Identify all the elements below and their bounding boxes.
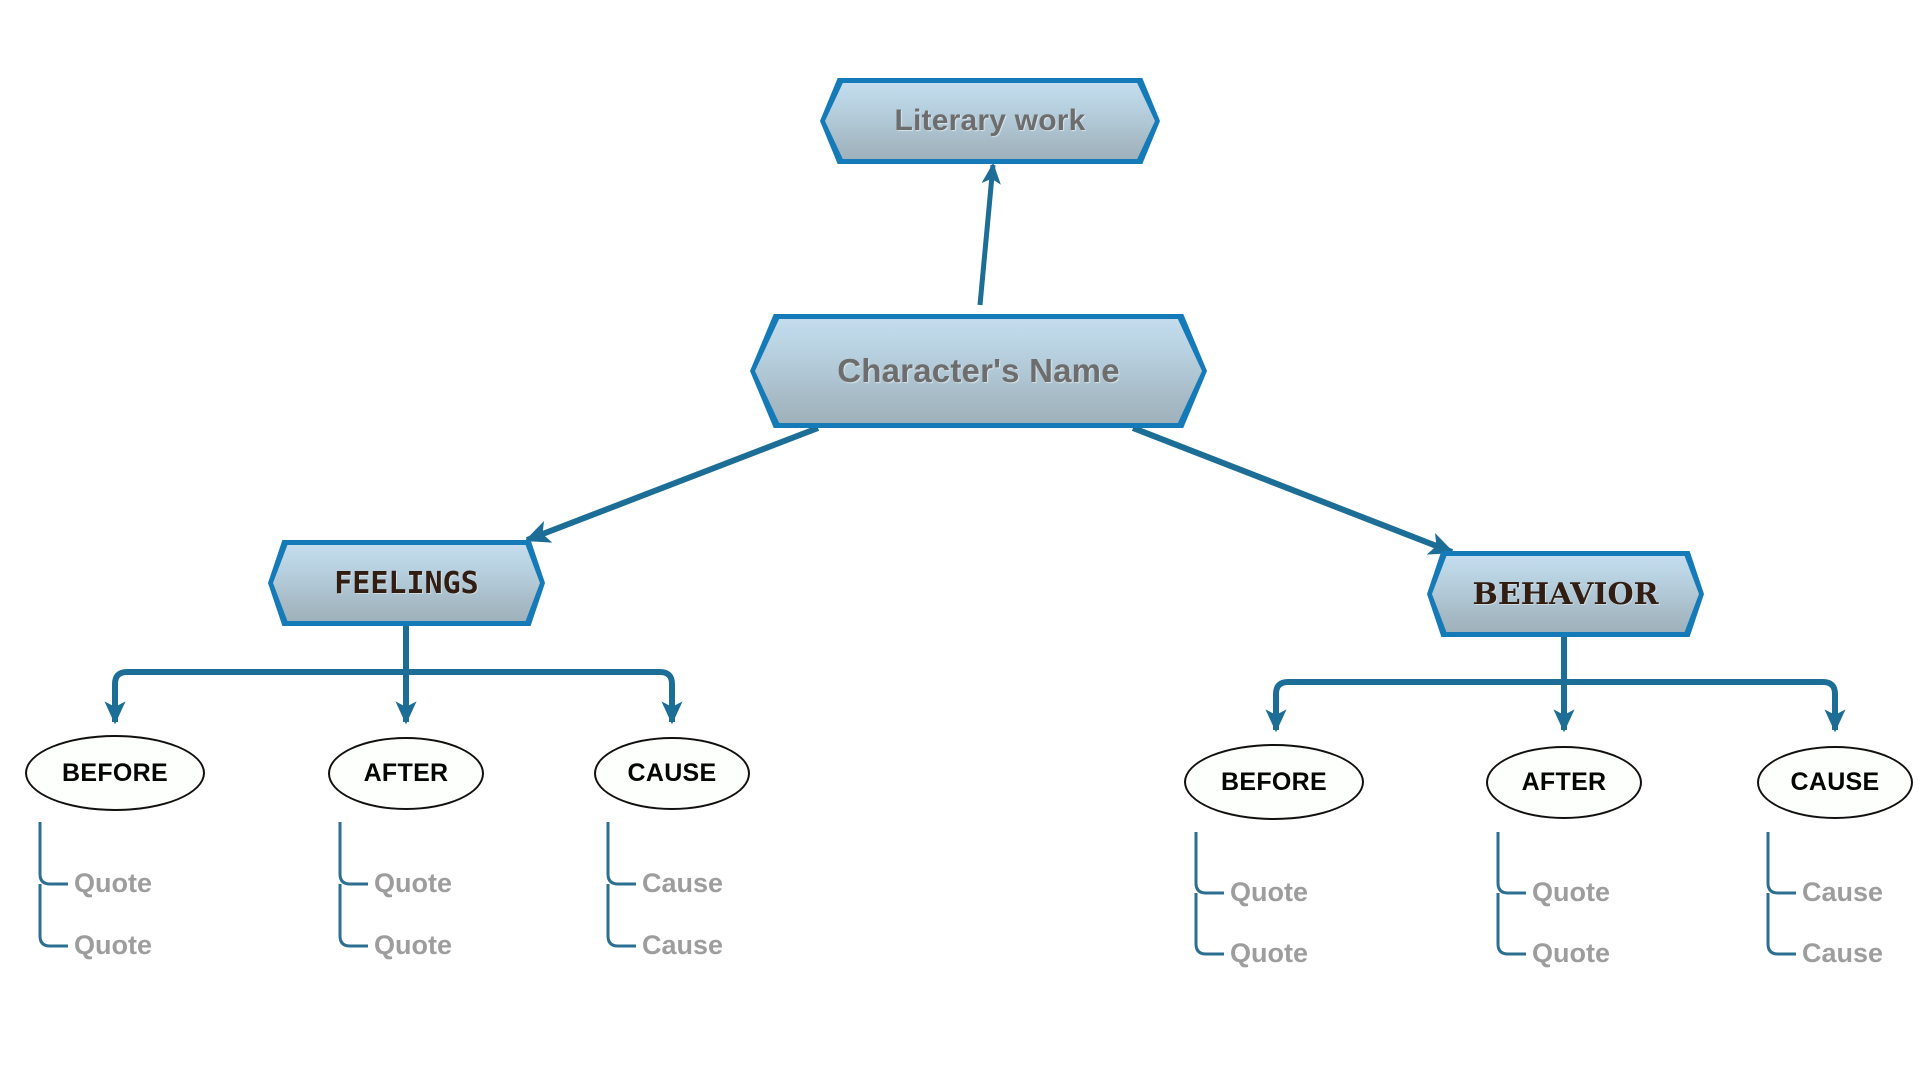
node-feelings-after-label: AFTER [363,759,449,787]
leaf-bracket-behavior-after [1496,832,1526,956]
node-characters-name[interactable]: Character's Name [750,314,1207,428]
node-behavior-after[interactable]: AFTER [1486,746,1642,819]
leaf-behavior-cause-2[interactable]: Cause [1802,938,1884,968]
connector-feelings-bus-right [406,669,683,725]
leaf-behavior-after-2[interactable]: Quote [1532,938,1610,968]
node-literary-work[interactable]: Literary work [820,78,1160,164]
node-feelings-cause-label: CAUSE [627,759,717,787]
leaf-bracket-feelings-after [338,822,368,948]
leaf-bracket-behavior-before [1194,832,1224,956]
leaf-behavior-cause-1[interactable]: Cause [1802,877,1884,907]
node-behavior-cause[interactable]: CAUSE [1757,746,1913,819]
leaf-feelings-cause-2[interactable]: Cause [642,930,724,960]
connector-feelings-bus-left [104,669,406,725]
leaf-feelings-after-1[interactable]: Quote [374,868,452,898]
leaf-bracket-feelings-cause [606,822,636,948]
node-feelings-before-label: BEFORE [62,758,168,787]
node-behavior-body: BEHAVIOR [1432,556,1699,632]
node-feelings-body: FEELINGS [273,545,540,621]
node-feelings[interactable]: FEELINGS [268,540,545,626]
node-behavior[interactable]: BEHAVIOR [1427,551,1704,637]
node-behavior-label: BEHAVIOR [1472,576,1659,612]
node-behavior-before[interactable]: BEFORE [1184,744,1364,820]
leaf-feelings-before-2[interactable]: Quote [74,930,152,960]
node-behavior-before-label: BEFORE [1221,767,1327,796]
leaf-behavior-before-1[interactable]: Quote [1230,877,1308,907]
node-feelings-before[interactable]: BEFORE [25,735,205,811]
leaf-feelings-before-1[interactable]: Quote [74,868,152,898]
connector-behavior-bus-right [1564,679,1846,733]
leaf-bracket-feelings-before [38,822,68,948]
node-behavior-cause-label: CAUSE [1790,768,1880,796]
node-literary-work-body: Literary work [825,83,1155,159]
leaf-behavior-after-1[interactable]: Quote [1532,877,1610,907]
leaf-feelings-after-2[interactable]: Quote [374,930,452,960]
leaf-feelings-cause-1[interactable]: Cause [642,868,724,898]
connector-root-to-title [977,162,1001,306]
node-feelings-label: FEELINGS [334,565,479,601]
node-characters-name-label: Character's Name [837,352,1120,389]
connector-root-to-feelings [524,425,820,543]
node-feelings-cause[interactable]: CAUSE [594,737,750,810]
node-characters-name-body: Character's Name [755,319,1202,423]
node-behavior-after-label: AFTER [1521,768,1607,796]
leaf-behavior-before-2[interactable]: Quote [1230,938,1308,968]
leaf-bracket-behavior-cause [1766,832,1796,956]
node-feelings-after[interactable]: AFTER [328,737,484,810]
connector-behavior-bus-left [1265,679,1564,733]
connector-root-to-behavior [1131,425,1455,555]
node-literary-work-label: Literary work [894,104,1086,137]
